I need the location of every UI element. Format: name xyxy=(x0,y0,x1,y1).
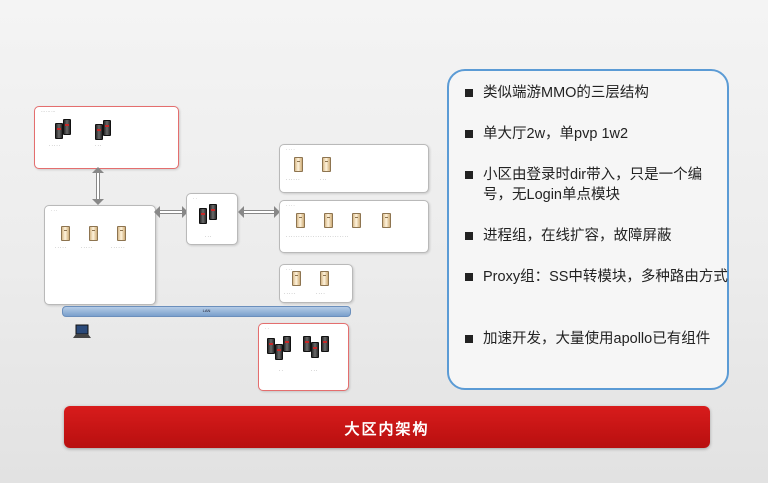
server-icon xyxy=(311,342,319,358)
bullet-text: 进程组，在线扩容，故障屏蔽 xyxy=(483,228,672,244)
bullet-text: 类似端游MMO的三层结构 xyxy=(483,85,649,101)
bullet-text: Proxy组：SS中转模块，多种路由方式 xyxy=(483,269,728,285)
server-icon xyxy=(275,344,283,360)
box-tag: · · · · xyxy=(286,147,295,152)
server-icon xyxy=(117,226,126,241)
node-label: · · · · · xyxy=(55,245,67,250)
title-banner: 大区内架构 xyxy=(64,406,710,448)
server-icon xyxy=(267,338,275,354)
laptop-icon xyxy=(73,324,91,338)
node-label: · · · · · xyxy=(284,291,296,296)
box-tag: ··· ··· ··· xyxy=(41,109,56,114)
server-icon xyxy=(103,120,111,136)
service-group-box-2: · · · · · · · · · · · · · · · · · · · · … xyxy=(279,200,429,253)
box-tag: · · xyxy=(265,326,269,331)
lobby-group-box: · · · · · · · · · · · · · · · · · · · xyxy=(44,205,156,305)
server-icon xyxy=(294,157,303,172)
node-label: · · · xyxy=(205,234,212,239)
server-icon xyxy=(283,336,291,352)
node-label: · · · · xyxy=(316,291,325,296)
box-tag: · · · · xyxy=(286,203,295,208)
node-label: · · · · · · xyxy=(286,177,300,182)
node-label: · · · · · xyxy=(49,143,61,148)
node-label: · · xyxy=(279,368,283,373)
box-tag: · · xyxy=(193,196,197,201)
lan-bar: LAN xyxy=(62,306,351,317)
pvp-group-box: · · · · · · · xyxy=(258,323,349,391)
info-panel: 类似端游MMO的三层结构 单大厅2w，单pvp 1w2 小区由登录时dir带入，… xyxy=(447,69,729,390)
double-arrow-icon xyxy=(238,206,280,218)
bullet-marker xyxy=(465,171,473,179)
server-icon xyxy=(61,226,70,241)
gateway-group-box: ··· ··· ··· · · · · · · · · xyxy=(34,106,179,169)
service-group-box-1: · · · · · · · · · · · · · xyxy=(279,144,429,193)
server-icon xyxy=(89,226,98,241)
server-icon xyxy=(320,271,329,286)
node-label: · · · · · · · · · · · · · · · · · · · · … xyxy=(286,234,349,239)
server-icon xyxy=(199,208,207,224)
bullet-text: 单大厅2w，单pvp 1w2 xyxy=(483,126,629,142)
bullet-text: 小区由登录时dir带入，只是一个编号，无Login单点模块 xyxy=(483,167,703,203)
bullet-text: 加速开发，大量使用apollo已有组件 xyxy=(483,331,711,347)
banner-title: 大区内架构 xyxy=(344,420,430,438)
bullet-marker xyxy=(465,273,473,281)
server-icon xyxy=(324,213,333,228)
node-label: · · · xyxy=(95,143,102,148)
lan-label: LAN xyxy=(202,308,211,313)
service-group-box-3: · · · · · · · · · · · · xyxy=(279,264,353,303)
server-icon xyxy=(95,124,103,140)
bullet-marker xyxy=(465,89,473,97)
box-tag: · · · xyxy=(51,208,58,213)
server-icon xyxy=(63,119,71,135)
server-icon xyxy=(382,213,391,228)
double-arrow-icon xyxy=(154,206,188,218)
node-label: · · · xyxy=(311,368,318,373)
server-icon xyxy=(321,336,329,352)
server-icon xyxy=(55,123,63,139)
node-label: · · · · · xyxy=(81,245,93,250)
bullet-marker xyxy=(465,232,473,240)
box-tag: · · · xyxy=(286,267,293,272)
server-icon xyxy=(292,271,301,286)
proxy-group-box: · · · · · xyxy=(186,193,238,245)
server-icon xyxy=(303,336,311,352)
server-icon xyxy=(322,157,331,172)
bullet-marker xyxy=(465,130,473,138)
server-icon xyxy=(352,213,361,228)
server-icon xyxy=(296,213,305,228)
double-arrow-icon xyxy=(92,167,104,205)
server-icon xyxy=(209,204,217,220)
node-label: · · · xyxy=(320,177,327,182)
bullet-marker xyxy=(465,335,473,343)
node-label: · · · · · · xyxy=(111,245,125,250)
